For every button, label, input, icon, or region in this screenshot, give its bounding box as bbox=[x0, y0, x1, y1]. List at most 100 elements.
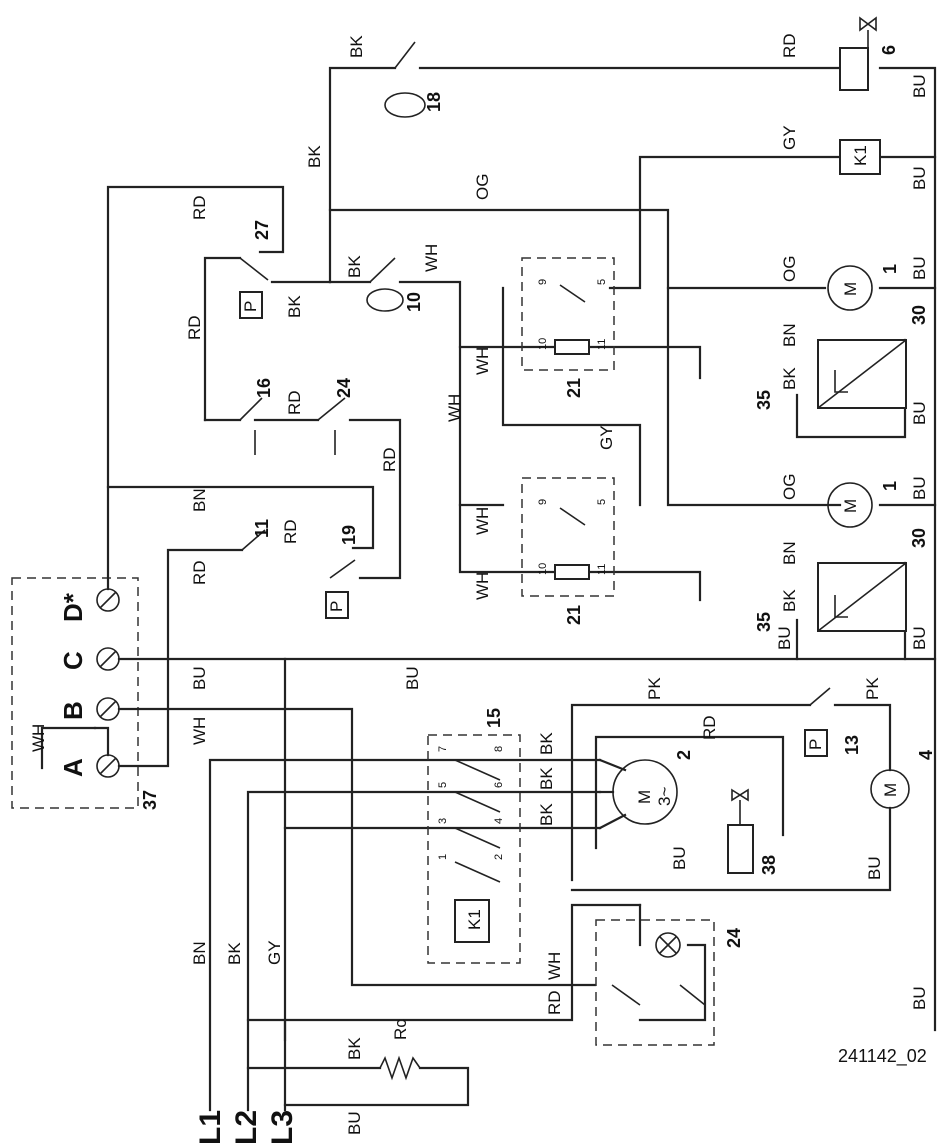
wire-bk-7: BK bbox=[537, 803, 556, 826]
motor-4-symbol: M bbox=[881, 783, 900, 797]
label-p-19: P bbox=[327, 601, 346, 612]
label-p-13: P bbox=[806, 739, 825, 750]
switch-16: 16 bbox=[239, 378, 274, 455]
resistor-label: Rc bbox=[391, 1019, 410, 1040]
label-21-top: 21 bbox=[564, 378, 584, 398]
wire-bu-8: BU bbox=[190, 666, 209, 690]
relay2-pin-10: 10 bbox=[537, 563, 549, 575]
wire-bu-1: BU bbox=[910, 74, 929, 98]
wire-bk-8: BK bbox=[225, 942, 244, 965]
terminal-label-c: C bbox=[58, 651, 88, 670]
wire-wh-6: WH bbox=[190, 717, 209, 745]
wire-bk-5: BK bbox=[537, 732, 556, 755]
label-1-top: 1 bbox=[880, 264, 900, 274]
wire-bu-2: BU bbox=[910, 166, 929, 190]
wire-rd-2: RD bbox=[185, 315, 204, 340]
contactor-pin-6: 6 bbox=[493, 782, 505, 788]
wire-bn-1: BN bbox=[190, 488, 209, 512]
label-37: 37 bbox=[140, 790, 160, 810]
label-13: 13 bbox=[842, 735, 862, 755]
heater-30-bottom: 30 35 bbox=[754, 528, 929, 632]
wires bbox=[106, 66, 937, 1112]
label-17: 18 bbox=[424, 92, 444, 112]
label-10: 10 bbox=[404, 292, 424, 312]
wire-wh-3: WH bbox=[445, 394, 464, 422]
wire-rd-4: RD bbox=[380, 447, 399, 472]
relay1-pin-5: 5 bbox=[596, 279, 608, 285]
terminal-label-d: D* bbox=[58, 592, 88, 622]
switch-11: 11 bbox=[241, 519, 272, 551]
wire-pk-1: PK bbox=[645, 677, 664, 700]
contactor-pin-3: 3 bbox=[437, 818, 449, 824]
wire-bu-6: BU bbox=[910, 626, 929, 650]
wire-bk-1: BK bbox=[347, 35, 366, 58]
wire-bk-11: BK bbox=[780, 589, 799, 612]
wire-wh-1: WH bbox=[422, 244, 441, 272]
motor-2-3ph: 3~ bbox=[655, 787, 674, 806]
contactor-15: K1 7 8 5 6 3 4 1 2 15 bbox=[427, 708, 521, 964]
wire-bn-4: BN bbox=[190, 941, 209, 965]
relay2-pin-11: 11 bbox=[596, 564, 608, 575]
wire-rd-3: RD bbox=[285, 390, 304, 415]
label-19: 19 bbox=[339, 525, 359, 545]
wire-bu-5: BU bbox=[910, 476, 929, 500]
wire-bu-9: BU bbox=[403, 666, 422, 690]
motor-1-bottom-symbol: M bbox=[841, 499, 860, 513]
coil-k1: K1 bbox=[839, 139, 881, 175]
label-30-bottom: 30 bbox=[909, 528, 929, 548]
motor-2: M 3~ 2 bbox=[598, 750, 694, 830]
diagram-reference: 241142_02 bbox=[838, 1046, 927, 1067]
wire-wh-5: WH bbox=[473, 572, 492, 600]
label-2: 2 bbox=[674, 750, 694, 760]
wire-bu-4: BU bbox=[910, 401, 929, 425]
label-27: 27 bbox=[252, 220, 272, 240]
contactor-pin-8: 8 bbox=[493, 746, 505, 752]
label-38: 38 bbox=[759, 855, 779, 875]
wire-rd-6: RD bbox=[190, 560, 209, 585]
wire-og-2: OG bbox=[780, 256, 799, 282]
bridge-wire-label: WH bbox=[29, 724, 48, 752]
switch-27: P 27 bbox=[239, 220, 272, 319]
relay1-pin-10: 10 bbox=[537, 338, 549, 350]
wire-og-3: OG bbox=[780, 474, 799, 500]
wire-bn-3: BN bbox=[780, 541, 799, 565]
terminal-block-37: A B C D* WH 37 bbox=[11, 577, 160, 810]
relay-21-bottom: 9 5 10 11 21 bbox=[521, 477, 615, 625]
label-6: 6 bbox=[879, 45, 899, 55]
label-4: 4 bbox=[916, 750, 936, 760]
heater-30-top: 30 35 bbox=[754, 305, 929, 410]
switch-13: P 13 bbox=[804, 687, 862, 757]
contactor-pin-7: 7 bbox=[437, 746, 449, 752]
label-15: 15 bbox=[484, 708, 504, 728]
wire-bu-12: BU bbox=[910, 986, 929, 1010]
wire-rd-9: RD bbox=[545, 990, 564, 1015]
wire-bu-13: BU bbox=[345, 1111, 364, 1135]
wire-bu-3: BU bbox=[910, 256, 929, 280]
wire-wh-4: WH bbox=[473, 507, 492, 535]
motor-4: M 4 bbox=[870, 750, 936, 809]
wire-wh-7: WH bbox=[545, 952, 564, 980]
switch-17: 18 bbox=[384, 41, 444, 118]
wire-bk-10: BK bbox=[780, 367, 799, 390]
relay-21-top: 9 5 10 11 21 bbox=[521, 257, 615, 398]
wire-bk-6: BK bbox=[537, 767, 556, 790]
label-11: 11 bbox=[252, 519, 272, 538]
contactor-pin-4: 4 bbox=[493, 818, 505, 824]
label-16: 16 bbox=[254, 378, 274, 398]
contactor-pin-5: 5 bbox=[437, 782, 449, 788]
label-24: 24 bbox=[724, 928, 744, 948]
contactor-pin-2: 2 bbox=[493, 854, 505, 860]
wire-bk-3: BK bbox=[345, 255, 364, 278]
motor-1-top: M 1 bbox=[827, 264, 900, 311]
switch-19: P 19 bbox=[325, 525, 359, 619]
switch-10: 10 bbox=[366, 257, 424, 312]
label-18: 24 bbox=[334, 378, 354, 398]
wire-rd-1: RD bbox=[190, 195, 209, 220]
wire-bu-11: BU bbox=[865, 856, 884, 880]
motor-2-symbol: M bbox=[635, 790, 654, 804]
valve-38: 38 bbox=[727, 788, 779, 875]
supply-l2: L2 bbox=[230, 1110, 263, 1145]
wire-color-labels: BK BK BK BK RD RD RD RD RD RD RD RD RD O… bbox=[185, 33, 929, 1135]
label-30-top: 30 bbox=[909, 305, 929, 325]
wire-bu-7: BU bbox=[775, 626, 794, 650]
